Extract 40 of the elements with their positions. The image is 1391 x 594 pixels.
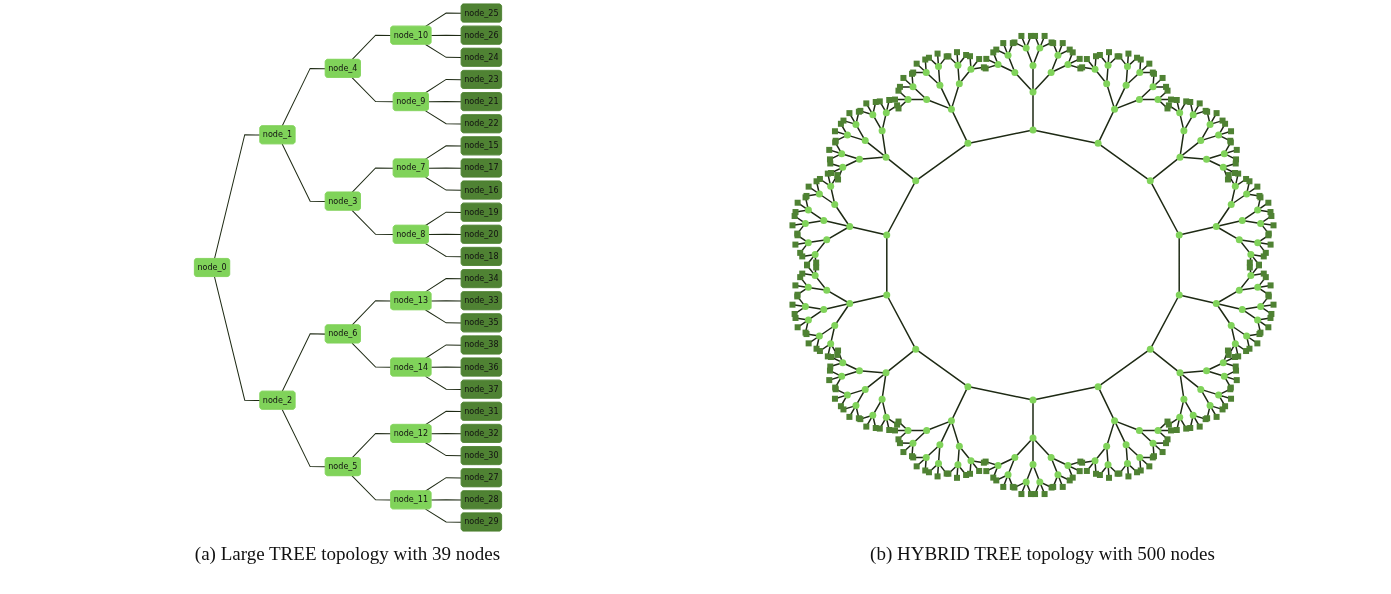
connector xyxy=(424,309,462,324)
connector xyxy=(213,134,261,260)
connector xyxy=(427,167,462,169)
connector xyxy=(281,143,326,202)
connector xyxy=(430,432,462,435)
connector xyxy=(424,375,462,390)
connector xyxy=(430,300,462,302)
connector xyxy=(424,145,462,160)
connector xyxy=(213,276,261,401)
connector xyxy=(430,366,462,368)
connector xyxy=(427,101,462,103)
connector xyxy=(351,342,391,368)
connector xyxy=(281,333,326,392)
connector xyxy=(424,110,462,125)
connector xyxy=(424,211,462,226)
connector xyxy=(424,477,462,492)
connector xyxy=(424,243,462,258)
connector xyxy=(424,442,462,457)
connector xyxy=(351,475,391,501)
connector xyxy=(351,167,394,193)
connector xyxy=(424,176,462,191)
connector xyxy=(424,278,462,293)
connector xyxy=(351,432,391,459)
caption: (a) Large TREE topology with 39 nodes xyxy=(194,543,501,565)
connector xyxy=(351,77,394,103)
connector xyxy=(424,410,462,426)
connector xyxy=(430,499,462,501)
connector xyxy=(351,209,394,236)
connector xyxy=(424,344,462,359)
connector xyxy=(351,300,391,326)
caption: (b) HYBRID TREE topology with 500 nodes xyxy=(870,543,1215,565)
connector xyxy=(424,78,462,94)
connector xyxy=(424,12,462,27)
connector xyxy=(424,44,462,59)
connector xyxy=(430,34,462,36)
connector xyxy=(281,67,326,127)
connector xyxy=(424,508,462,523)
connector xyxy=(281,409,326,468)
connector xyxy=(351,34,391,61)
connector xyxy=(427,233,462,236)
